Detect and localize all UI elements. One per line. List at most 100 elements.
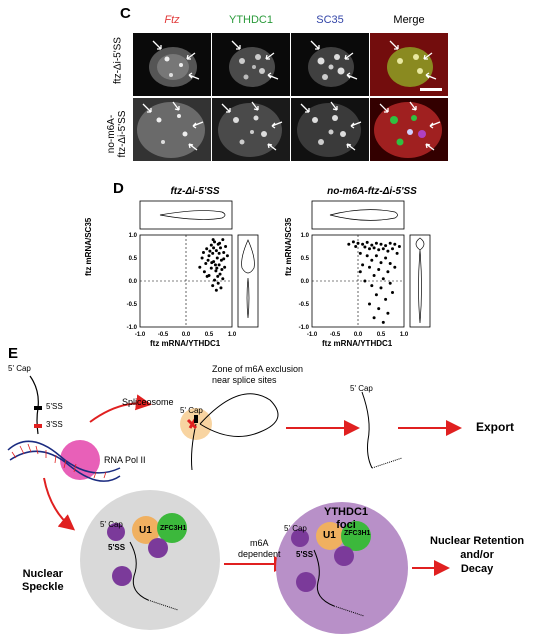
foci-u1-circle — [316, 522, 344, 550]
scatter-point — [365, 240, 369, 244]
scatter-point — [209, 243, 213, 247]
label-3ss-top: 3'SS — [46, 420, 63, 429]
label-rna-pol-ii: RNA Pol II — [104, 455, 146, 465]
label-nuclear-speckle: Nuclear Speckle — [22, 568, 64, 593]
scatter-point — [215, 266, 219, 270]
label-spliceosome: Spliceosome — [122, 397, 174, 407]
scatter-point — [395, 251, 399, 255]
scatter-point — [217, 251, 221, 255]
label-u1: U1 — [139, 525, 152, 536]
panel-e-diagram — [7, 375, 462, 634]
scatter-point — [368, 265, 371, 269]
scatter-point — [211, 251, 215, 255]
micrograph-sc35-row1 — [291, 33, 369, 96]
micrograph-merge-row2 — [370, 98, 448, 161]
label-m6a-dependent: m6A dependent — [238, 538, 281, 559]
scatter-point — [384, 297, 388, 301]
micrograph-ythdc1-row1 — [212, 33, 290, 96]
foci-ythdc1-circle-2 — [334, 546, 354, 566]
ythdc1-circle-2 — [148, 538, 168, 558]
y-tick-label: 0.5 — [301, 256, 310, 262]
rna-pol-ii — [60, 440, 100, 480]
scatter-point — [370, 243, 374, 247]
label-5ss-top: 5'SS — [46, 402, 63, 411]
y-tick-label: 1.0 — [129, 233, 138, 239]
scatter-point — [381, 320, 385, 324]
plot1-top-violin-box — [139, 200, 233, 230]
x-tick-label: -0.5 — [330, 332, 341, 338]
scatter-point — [201, 250, 205, 254]
plot1-y-label: ftz mRNA/SC35 — [84, 217, 93, 276]
scatter-point — [351, 240, 355, 244]
scatter-point — [216, 274, 220, 278]
x-tick-label: 0.5 — [377, 332, 386, 338]
ss3-marker-top — [34, 424, 42, 428]
y-tick-label: 0.0 — [301, 279, 310, 285]
foci-ythdc1-circle-1 — [291, 529, 309, 547]
scatter-point — [379, 261, 383, 265]
scatter-point — [205, 247, 209, 251]
scatter-point — [384, 244, 388, 248]
scatter-point — [374, 293, 378, 297]
y-tick-label: -1.0 — [127, 325, 138, 331]
scatter-point — [219, 286, 223, 290]
y-tick-label: 0.5 — [129, 256, 138, 262]
x-tick-label: 0.0 — [182, 332, 191, 338]
plot1-y-ticks: 1.00.50.0-0.5-1.0 — [127, 233, 138, 331]
scatter-point — [213, 278, 217, 282]
scatter-point — [225, 254, 229, 258]
scatter-point — [222, 257, 226, 261]
scatter-point — [206, 258, 210, 262]
scatter-point — [209, 266, 213, 270]
scatter-point — [386, 249, 390, 253]
label-nuclear-retention: Nuclear Retention and/or Decay — [430, 535, 525, 575]
scatter-point — [365, 254, 369, 258]
scatter-point — [363, 245, 367, 249]
scatter-point — [372, 246, 376, 250]
plot1-x-label: ftz mRNA/YTHDC1 — [150, 339, 221, 348]
label-zfc3h1: ZFC3H1 — [160, 525, 187, 532]
scatter-point — [212, 246, 216, 250]
label-zone-exclusion: Zone of m6A exclusion near splice sites — [212, 364, 304, 385]
scatter-point — [372, 316, 376, 320]
plot1-points — [198, 238, 229, 292]
label-5cap-top: 5' Cap — [8, 364, 31, 373]
scatter-point — [397, 245, 401, 248]
label-5cap-mid: 5' Cap — [180, 406, 203, 415]
plot2-top-violin — [329, 209, 398, 221]
scatter-point — [204, 262, 208, 266]
scatter-point — [377, 268, 381, 271]
ythdc1-circle-1 — [107, 523, 125, 541]
label-speckle-5ss: 5'SS — [108, 543, 126, 552]
plot2-top-violin-box — [311, 200, 405, 230]
scatter-point — [219, 246, 222, 250]
scatter-point — [347, 242, 351, 246]
scatter-point — [379, 286, 383, 290]
column-header-sc35: SC35 — [316, 14, 344, 26]
foci-ythdc1-circle-3 — [296, 572, 316, 592]
y-tick-label: -0.5 — [299, 302, 310, 308]
zfc3h1-circle — [157, 513, 187, 543]
label-speckle-5cap: 5' Cap — [100, 520, 123, 529]
scatter-point — [388, 241, 392, 245]
label-foci-zfc3h1: ZFC3H1 — [344, 530, 371, 537]
scatter-point — [221, 238, 225, 242]
u1-circle — [132, 516, 160, 544]
scatter-point — [198, 265, 202, 269]
scatter-point — [211, 238, 215, 242]
scatter-point — [393, 265, 397, 269]
plot2-y-label: ftz mRNA/SC35 — [284, 217, 293, 276]
label-foci-5cap: 5' Cap — [284, 524, 307, 533]
scatter-point — [207, 254, 211, 258]
scatter-point — [358, 270, 362, 274]
plot1-title: ftz-Δi-5'SS — [170, 186, 220, 197]
scatter-point — [381, 247, 385, 251]
label-ythdc1-foci: YTHDC1 foci — [324, 506, 369, 531]
plot2-side-violin — [415, 237, 425, 324]
scatter-point — [354, 245, 358, 248]
y-tick-label: 1.0 — [301, 233, 310, 239]
x-tick-label: -1.0 — [135, 332, 146, 338]
scatter-point — [217, 263, 221, 267]
scatter-point — [214, 288, 218, 292]
